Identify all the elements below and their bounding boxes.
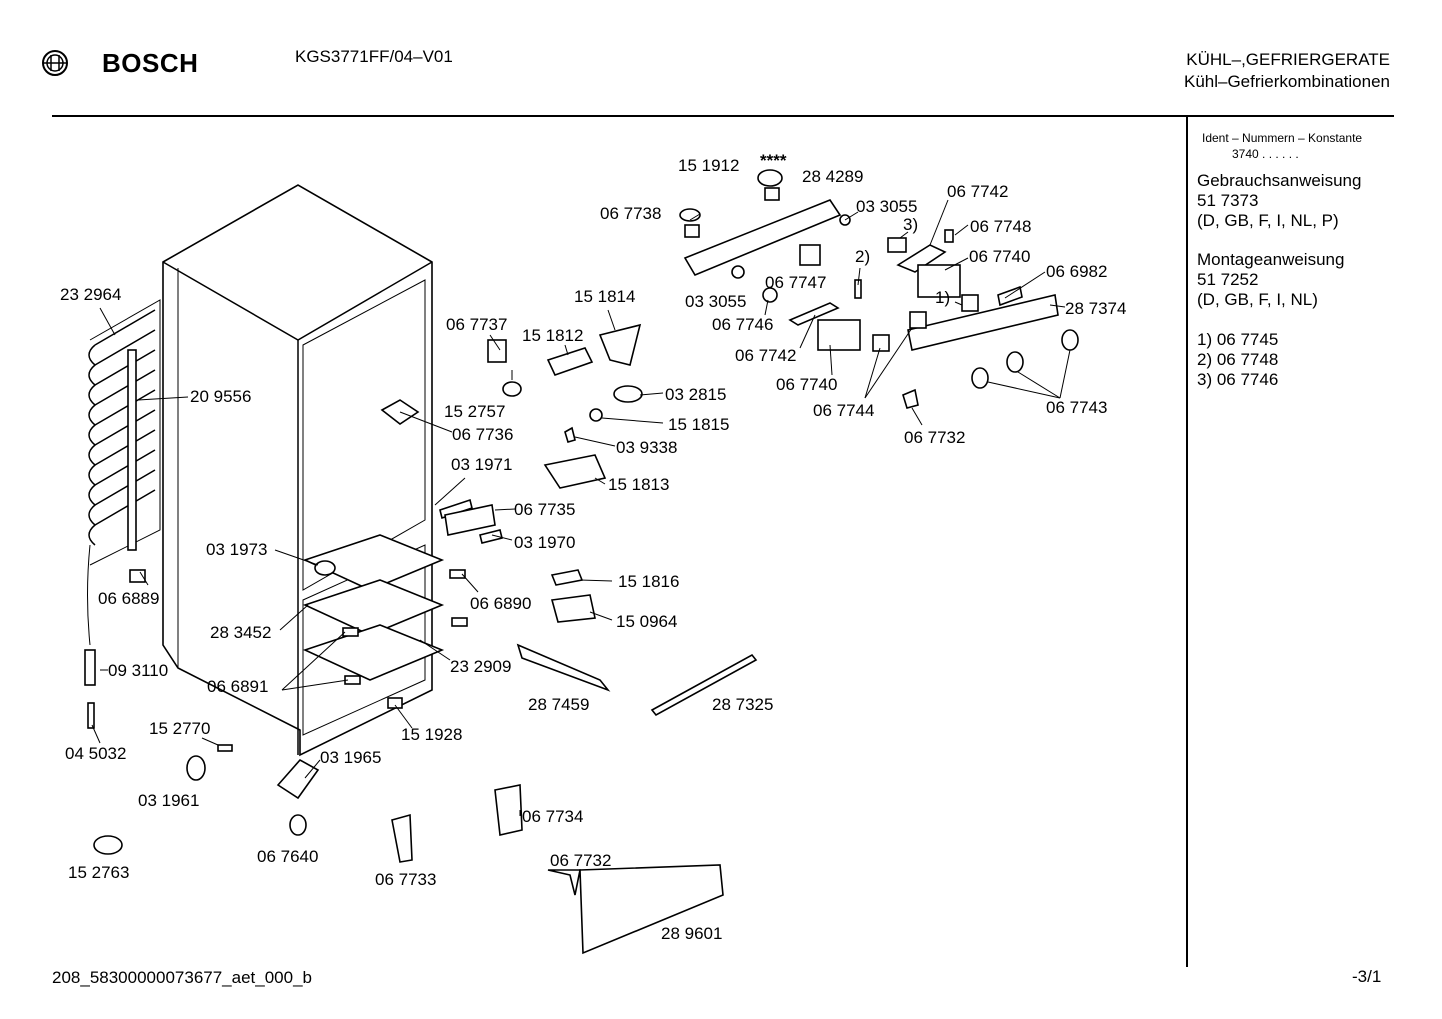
- part-label: 15 1813: [608, 475, 669, 494]
- category-title: KÜHL–,GEFRIERGERATE: [1186, 50, 1390, 69]
- part-label: 15 1814: [574, 287, 635, 306]
- document-id: 208_58300000073677_aet_000_b: [52, 968, 312, 987]
- bosch-armature-icon: [42, 50, 68, 76]
- part-label: 06 7738: [600, 204, 661, 223]
- usage-title: Gebrauchsanweisung: [1197, 171, 1362, 190]
- part-label: 15 1815: [668, 415, 729, 434]
- part-label: 06 7640: [257, 847, 318, 866]
- part-label: 06 7732: [550, 851, 611, 870]
- part-label: 06 6889: [98, 589, 159, 608]
- part-label: 03 1970: [514, 533, 575, 552]
- part-label: 06 7747: [765, 273, 826, 292]
- part-label: 06 6891: [207, 677, 268, 696]
- part-label: ****: [760, 151, 787, 170]
- part-label: 28 4289: [802, 167, 863, 186]
- part-label: 06 6982: [1046, 262, 1107, 281]
- assembly-block: Montageanweisung 51 7252 (D, GB, F, I, N…: [1197, 250, 1344, 310]
- header-divider: [52, 115, 1394, 117]
- part-label: 28 3452: [210, 623, 271, 642]
- part-label: 04 5032: [65, 744, 126, 763]
- part-label: 06 7733: [375, 870, 436, 889]
- part-label: 20 9556: [190, 387, 251, 406]
- part-labels: 15 1912 **** 28 4289 06 7738 03 3055 06 …: [60, 151, 1126, 943]
- part-label: 06 7735: [514, 500, 575, 519]
- part-label: 03 3055: [685, 292, 746, 311]
- small-parts: [84, 169, 1079, 896]
- part-label: 15 2763: [68, 863, 129, 882]
- condenser-coil: [87, 299, 161, 646]
- part-label: 06 7742: [735, 346, 796, 365]
- usage-block: Gebrauchsanweisung 51 7373 (D, GB, F, I,…: [1197, 171, 1361, 231]
- part-label: 03 1971: [451, 455, 512, 474]
- footnote-item: 2) 06 7748: [1197, 350, 1279, 369]
- part-label: 03 1973: [206, 540, 267, 559]
- footnote-item: 1) 06 7745: [1197, 330, 1279, 349]
- part-label: 28 7325: [712, 695, 773, 714]
- part-label: 23 2909: [450, 657, 511, 676]
- part-label: 1): [935, 288, 950, 307]
- part-label: 03 2815: [665, 385, 726, 404]
- part-label: 15 1928: [401, 725, 462, 744]
- part-label: 15 0964: [616, 612, 677, 631]
- part-label: 28 9601: [661, 924, 722, 943]
- top-control-strip: [579, 199, 1059, 955]
- part-label: 06 7742: [947, 182, 1008, 201]
- ident-value: 3740 . . . . . .: [1232, 147, 1299, 161]
- part-label: 15 1912: [678, 156, 739, 175]
- part-label: 03 1961: [138, 791, 199, 810]
- footnote-item: 3) 06 7746: [1197, 370, 1279, 389]
- part-label: 28 7374: [1065, 299, 1126, 318]
- page-number: -3/1: [1352, 967, 1382, 986]
- part-label: 15 2757: [444, 402, 505, 421]
- exploded-parts-diagram: 15 1912 **** 28 4289 06 7738 03 3055 06 …: [60, 151, 1126, 955]
- part-label: 06 7740: [776, 375, 837, 394]
- part-label: 03 3055: [856, 197, 917, 216]
- category-subtitle: Kühl–Gefrierkombinationen: [1183, 72, 1390, 91]
- assembly-languages: (D, GB, F, I, NL): [1197, 290, 1318, 309]
- part-label: 06 7737: [446, 315, 507, 334]
- ident-label: Ident – Nummern – Konstante: [1202, 131, 1363, 145]
- part-label: 15 1812: [522, 326, 583, 345]
- part-label: 15 2770: [149, 719, 210, 738]
- part-label: 06 7744: [813, 401, 874, 420]
- bosch-logo: BOSCH: [40, 48, 200, 78]
- part-label: 06 7746: [712, 315, 773, 334]
- sidebar-divider: [1186, 117, 1188, 967]
- part-label: 03 9338: [616, 438, 677, 457]
- part-label: 09 3110: [108, 661, 168, 680]
- part-label: 06 6890: [470, 594, 531, 613]
- part-label: 3): [903, 215, 918, 234]
- assembly-number: 51 7252: [1197, 270, 1259, 289]
- assembly-title: Montageanweisung: [1197, 250, 1345, 269]
- part-label: 06 7740: [969, 247, 1030, 266]
- part-label: 06 7734: [522, 807, 583, 826]
- part-label: 03 1965: [320, 748, 381, 767]
- part-label: 2): [855, 247, 870, 266]
- part-label: 15 1816: [618, 572, 679, 591]
- brand-name: BOSCH: [102, 48, 199, 78]
- part-label: 06 7748: [970, 217, 1031, 236]
- footnotes: 1) 06 7745 2) 06 7748 3) 06 7746: [1197, 330, 1278, 390]
- part-label: 23 2964: [60, 285, 121, 304]
- part-label: 06 7732: [904, 428, 965, 447]
- usage-number: 51 7373: [1197, 191, 1259, 210]
- part-label: 06 7736: [452, 425, 513, 444]
- model-number: KGS3771FF/04–V01: [295, 47, 453, 66]
- part-label: 06 7743: [1046, 398, 1107, 417]
- usage-languages: (D, GB, F, I, NL, P): [1197, 211, 1339, 230]
- leader-lines: [91, 199, 1071, 816]
- cabinet-body: [162, 184, 445, 757]
- part-label: 28 7459: [528, 695, 589, 714]
